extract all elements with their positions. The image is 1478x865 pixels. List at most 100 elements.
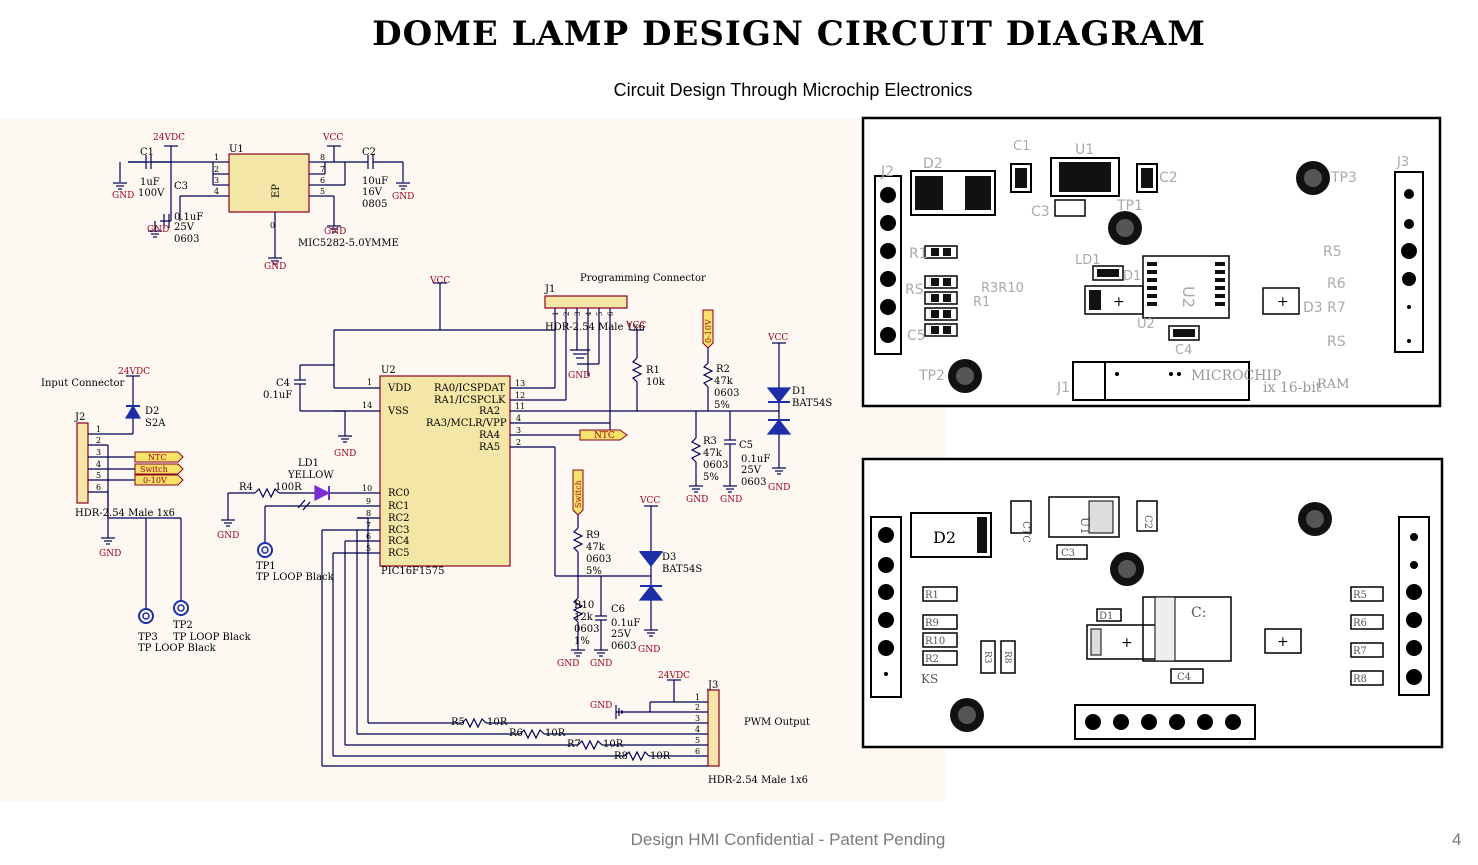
- pcb-top-j1-label: J1: [1056, 380, 1070, 396]
- u1-pin-2: 2: [214, 165, 219, 174]
- r7-value: 10R: [603, 739, 624, 750]
- r1-value: 10k: [646, 377, 666, 388]
- u1-regulator: [119, 146, 404, 258]
- j3-pin-3: 3: [695, 714, 700, 723]
- r5-value: 10R: [487, 717, 508, 728]
- pcb-top-c4-label: C4: [1175, 343, 1192, 358]
- c6-voltage: 25V: [611, 629, 632, 640]
- j2-part: HDR-2.54 Male 1x6: [75, 508, 175, 519]
- u2-num-4: 4: [516, 414, 521, 423]
- u1-pin-0: 0: [270, 221, 275, 230]
- pcb-top-u2-label: U2: [1179, 286, 1198, 308]
- u2-num-13: 13: [515, 379, 525, 388]
- tp3-ref: TP3: [138, 632, 158, 643]
- r2-package: 0603: [714, 388, 739, 399]
- gnd-j2: GND: [99, 549, 121, 559]
- r8-ref: R8: [614, 751, 628, 762]
- d1-diode-top: [766, 387, 792, 403]
- ld1-ref: LD1: [298, 458, 319, 469]
- r9-ref: R9: [586, 530, 600, 541]
- pcb-bottom-ctc: [1010, 500, 1032, 534]
- svg-text:+: +: [1277, 294, 1289, 310]
- pcb-top-u1: [1050, 157, 1120, 197]
- pcb-top-c3: [1054, 199, 1086, 217]
- u2-pin-rc4: RC4: [388, 536, 410, 547]
- pcb-bottom-d2-label: D2: [933, 528, 956, 547]
- svg-text:+: +: [1113, 294, 1125, 310]
- c1-voltage: 100V: [138, 188, 165, 199]
- u2-mcu: [294, 282, 555, 567]
- gnd-r4: GND: [217, 531, 239, 541]
- u2-num-3: 3: [516, 426, 521, 435]
- pcb-bottom-d1: [1096, 608, 1122, 622]
- net-vcc-d1: VCC: [767, 333, 788, 343]
- tp1-type: TP LOOP Black: [256, 572, 335, 583]
- j1-pin-3: 3: [574, 312, 582, 316]
- u2-pin-rc1: RC1: [388, 501, 410, 512]
- c3-voltage: 25V: [174, 222, 195, 233]
- pcb-bottom-r2-label: R2: [925, 654, 939, 665]
- r4-value: 100R: [275, 482, 302, 493]
- r10-package: 0603: [574, 624, 599, 635]
- c6-package: 0603: [611, 641, 636, 652]
- pcb-top-j1: [1072, 361, 1250, 401]
- input-connector-title: Input Connector: [41, 378, 125, 389]
- u2-ref: U2: [381, 365, 396, 376]
- r10-tolerance: 1%: [574, 636, 590, 647]
- d3-part: BAT54S: [662, 564, 702, 575]
- j1-programming-connector: [530, 295, 628, 435]
- pcb-top-c1-label: C1: [1013, 139, 1030, 154]
- c4-ref: C4: [276, 378, 290, 389]
- schematic-panel: 24VDC VCC C1 1uF 100V C3 0.1uF 25V 0603 …: [0, 118, 945, 802]
- pcb-top-ld1-label: LD1: [1075, 253, 1101, 268]
- r1-ref: R1: [646, 365, 660, 376]
- pcb-bottom-r3-label: R3: [982, 651, 992, 664]
- pcb-top-r3r10-label: R3R10: [981, 281, 1024, 296]
- j1-part: HDR-2.54 Male 1x6: [545, 322, 645, 333]
- u2-part: PIC16F1575: [381, 566, 444, 577]
- d3-ref: D3: [662, 552, 676, 563]
- pcb-top-r1-label: R1: [909, 246, 928, 262]
- pcb-top-tp3-label: TP3: [1330, 170, 1357, 186]
- pcb-bottom-ks-label: KS: [921, 672, 938, 686]
- d3-diode-bottom: [638, 585, 664, 601]
- net-24vdc-j3: 24VDC: [658, 671, 690, 681]
- pcb-top-c5-label: C5: [907, 328, 926, 344]
- flag-ntc-ra4: NTC: [594, 431, 615, 441]
- r9-value: 47k: [586, 542, 606, 553]
- d2-diode: [124, 404, 142, 419]
- u1-pin-1: 1: [214, 153, 219, 162]
- flag-switch-j2: Switch: [140, 465, 168, 474]
- r9-package: 0603: [586, 554, 611, 565]
- u2-num-7: 7: [366, 521, 371, 530]
- tp2-loop: [173, 600, 189, 616]
- u2-num-9: 9: [366, 497, 371, 506]
- tp1-loop: [257, 542, 273, 558]
- u2-pin-vdd: VDD: [387, 383, 411, 394]
- j3-pin-4: 4: [695, 725, 700, 734]
- c2-value: 10uF: [362, 176, 388, 187]
- pcb-top-u2b-label: U2: [1137, 317, 1155, 332]
- c3-package: 0603: [174, 234, 199, 245]
- j3-part: HDR-2.54 Male 1x6: [708, 775, 808, 786]
- pcb-bottom-d1-label: D1: [1099, 611, 1113, 622]
- pcb-top-tp1-label: TP1: [1116, 198, 1143, 214]
- ld1-led: [314, 485, 331, 501]
- pcb-top-r1b-label: R1: [973, 295, 990, 310]
- u1-pin-6: 6: [320, 176, 325, 185]
- pcb-bottom-resistors-right: [1350, 586, 1384, 686]
- pcb-top-d2: [910, 170, 996, 216]
- j2-pin-5: 5: [96, 471, 101, 480]
- u2-pin-ra0: RA0/ICSPDAT: [434, 383, 505, 394]
- ra4-ra5-network: [530, 434, 658, 657]
- r8-value: 10R: [650, 751, 671, 762]
- pcb-top-c4: [1168, 325, 1200, 341]
- tp3-loop: [138, 608, 154, 624]
- j3-ref: J3: [707, 680, 718, 691]
- j1-pin-1: 1: [552, 312, 560, 316]
- pcb-bottom-resistors-left: [922, 586, 1016, 674]
- gnd-j1: GND: [568, 371, 590, 381]
- ld1-color: YELLOW: [287, 470, 334, 481]
- pcb-top-u2: [1142, 255, 1230, 319]
- r3-value: 47k: [703, 448, 723, 459]
